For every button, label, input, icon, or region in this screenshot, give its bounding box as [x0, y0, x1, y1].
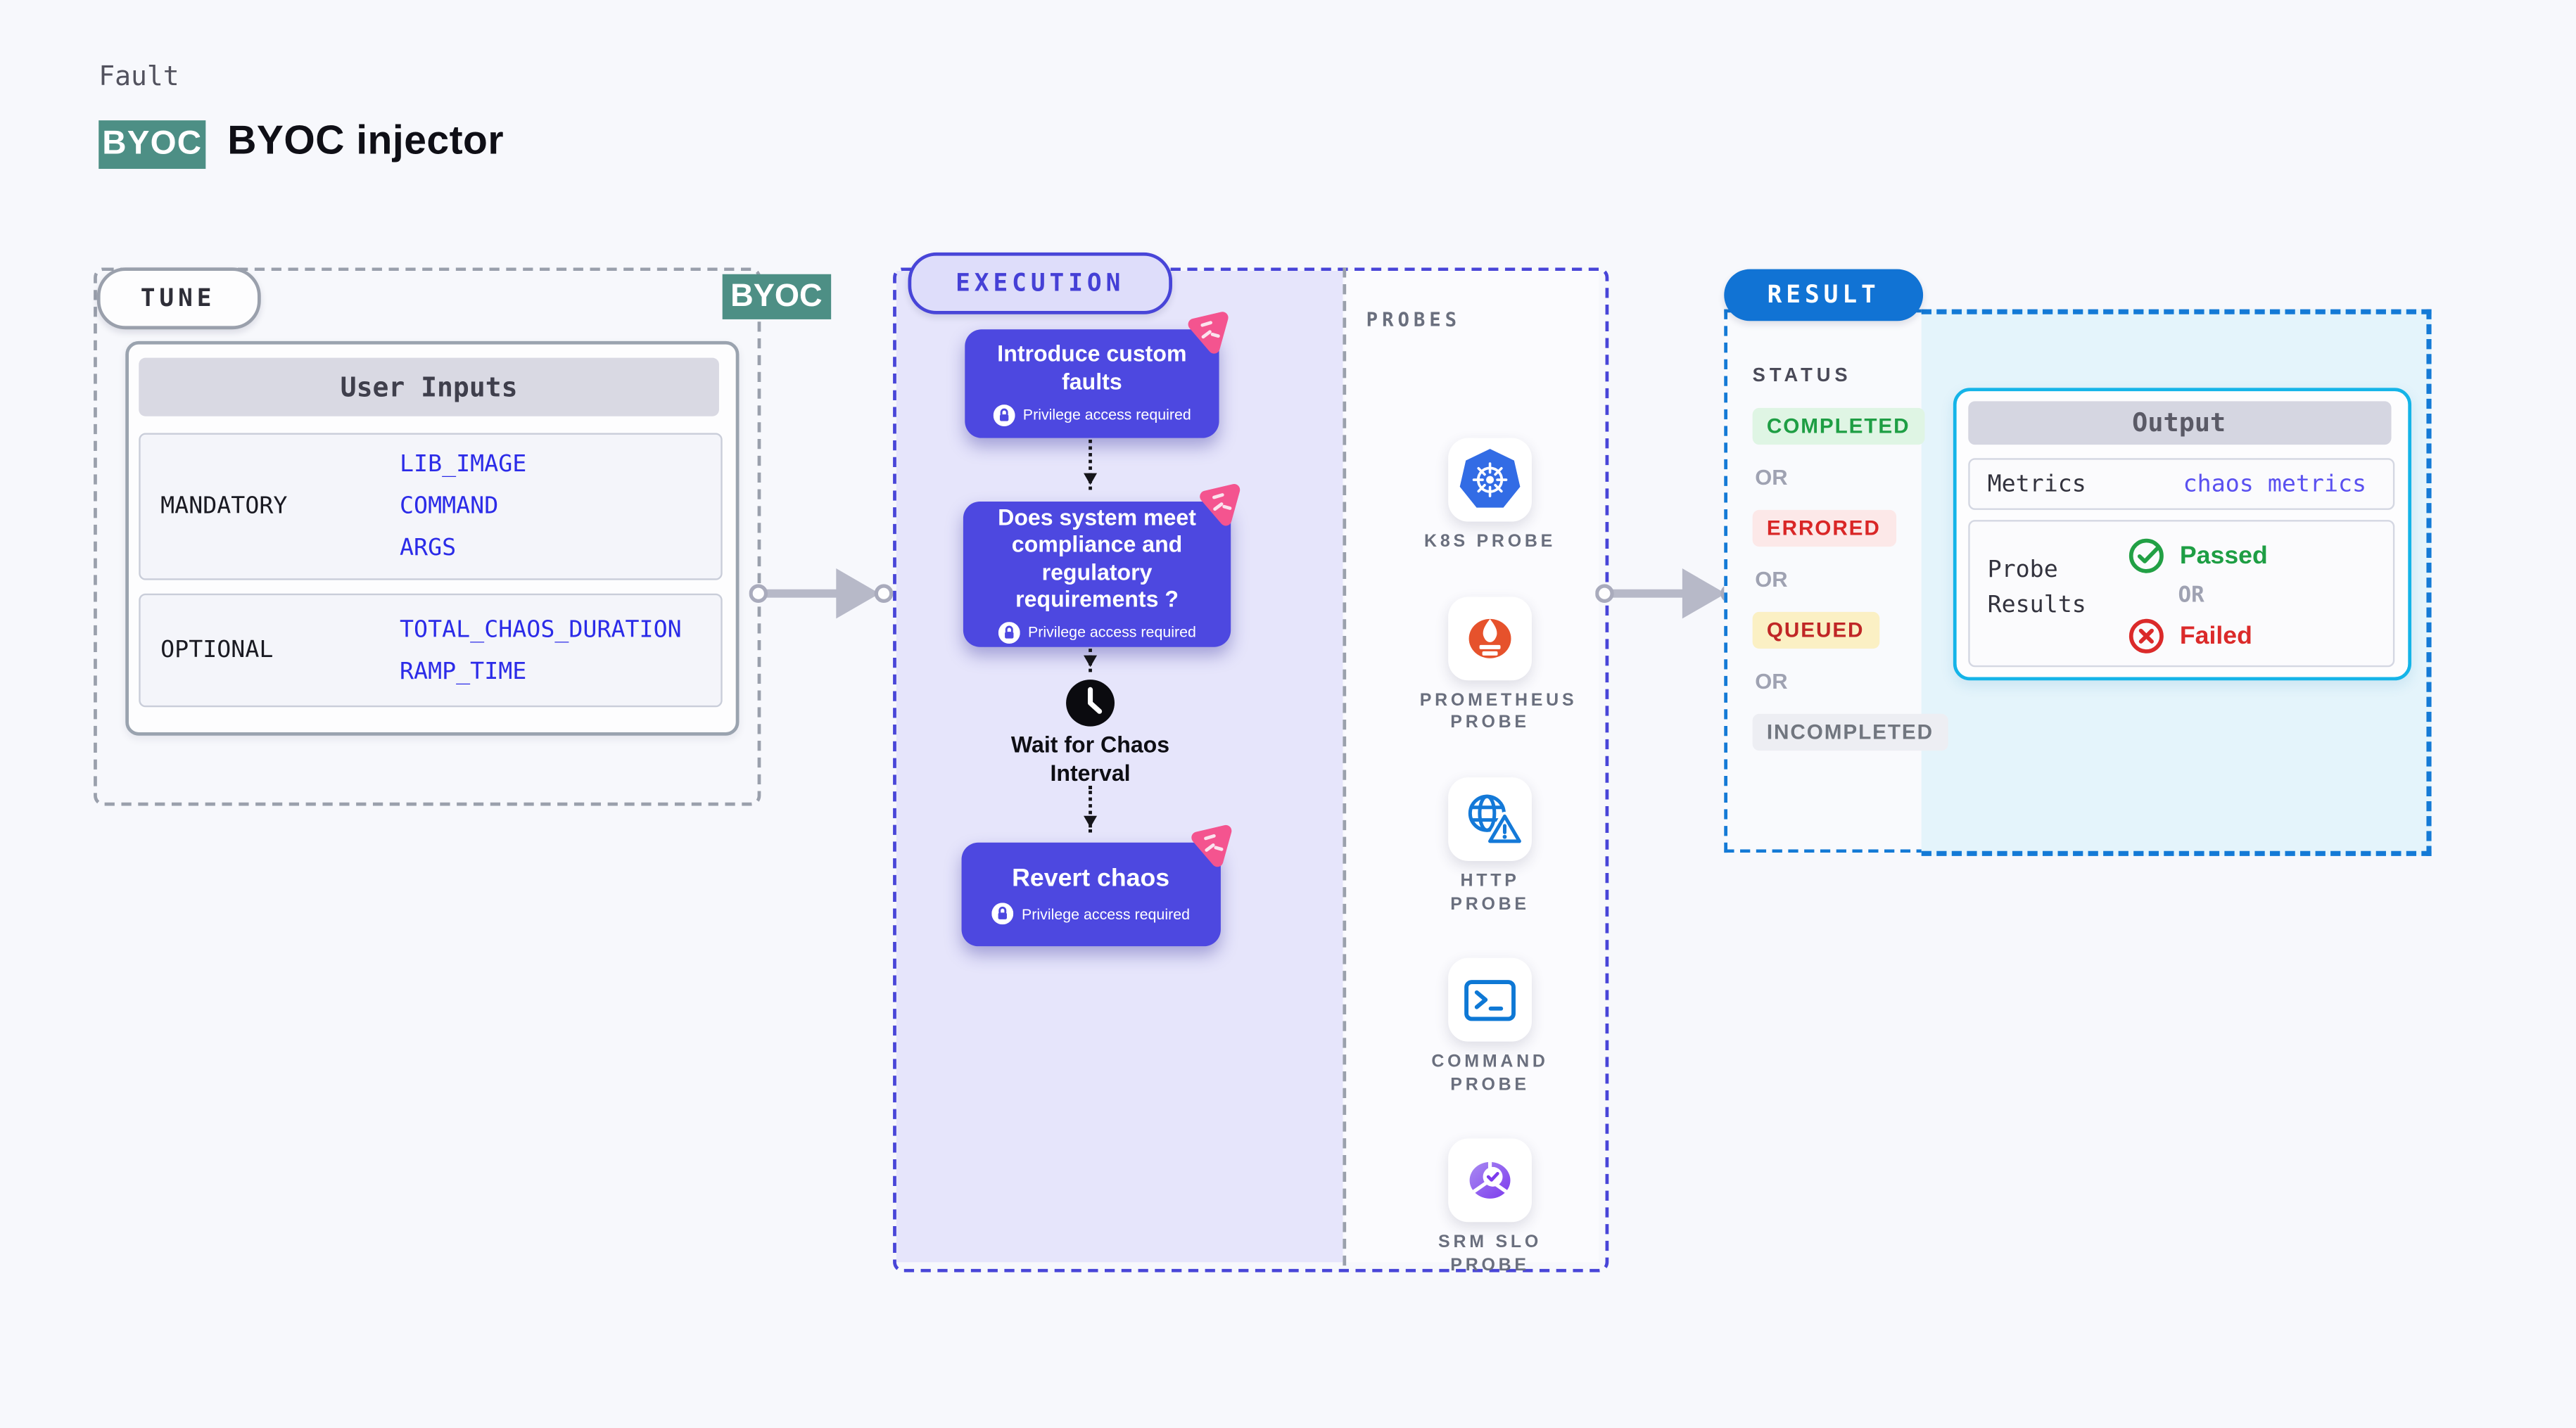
metrics-row: Metrics chaos metrics — [1967, 458, 2394, 510]
env-var: TOTAL_CHAOS_DURATION — [400, 616, 682, 643]
execution-section — [892, 267, 1609, 1273]
probe-name: HTTP PROBE — [1450, 871, 1530, 914]
step-title: Revert chaos — [1012, 864, 1170, 893]
globe-warning-icon — [1468, 794, 1524, 846]
probe-srm-slo: SRM SLO PROBE — [1420, 1139, 1561, 1279]
flow-connector — [1084, 440, 1098, 490]
probe-k8s: K8S PROBE — [1420, 438, 1561, 555]
step-introduce-faults: Introduce custom faults Privilege access… — [965, 329, 1219, 438]
clock-icon — [1066, 680, 1115, 727]
env-var: LIB_IMAGE — [400, 451, 527, 478]
or-label: OR — [2178, 583, 2204, 609]
x-circle-icon — [2128, 618, 2163, 654]
flow-connector — [1084, 649, 1098, 672]
result-status-panel — [1723, 309, 1926, 853]
mandatory-label: MANDATORY — [160, 493, 288, 521]
output-header: Output — [1967, 401, 2391, 445]
prometheus-icon — [1468, 618, 1511, 658]
probe-results-row: Probe Results Passed OR Failed — [1967, 520, 2394, 668]
probe-results-label: Probe Results — [1987, 556, 2086, 619]
probe-name: COMMAND PROBE — [1431, 1052, 1549, 1095]
status-badge-errored: ERRORED — [1751, 509, 1896, 547]
passed-label: Passed — [2179, 542, 2268, 570]
chaos-triangle-icon — [1191, 824, 1232, 867]
optional-label: OPTIONAL — [160, 637, 274, 664]
step-title: Does system meet compliance and regulato… — [998, 505, 1196, 612]
byoc-logo-badge: BYOC — [99, 120, 206, 170]
probes-heading: PROBES — [1366, 307, 1461, 331]
lock-icon — [998, 621, 1020, 644]
chaos-triangle-icon — [1200, 484, 1241, 526]
probe-name: PROMETHEUS PROBE — [1419, 689, 1578, 733]
or-label: OR — [1755, 566, 1788, 592]
privilege-note: Privilege access required — [1027, 624, 1196, 642]
status-badge-incompleted: INCOMPLETED — [1751, 713, 1949, 751]
tune-pill: TUNE — [96, 267, 260, 330]
optional-row: OPTIONAL TOTAL_CHAOS_DURATION RAMP_TIME — [139, 593, 723, 708]
flow-arrow-icon — [749, 568, 894, 619]
slo-gauge-icon — [1469, 1160, 1511, 1199]
terminal-icon — [1464, 980, 1516, 1021]
probe-http: HTTP PROBE — [1420, 777, 1561, 917]
kubernetes-icon — [1459, 449, 1521, 508]
status-badge-completed: COMPLETED — [1751, 407, 1925, 445]
probe-command: COMMAND PROBE — [1420, 958, 1561, 1097]
tune-section — [92, 267, 761, 806]
status-badge-queued: QUEUED — [1751, 611, 1879, 649]
check-circle-icon — [2128, 538, 2163, 573]
status-heading: STATUS — [1752, 366, 1852, 386]
step-revert-chaos: Revert chaos Privilege access required — [960, 842, 1221, 947]
probes-list: K8S PROBE PROMETHEUS PROBE — [1418, 438, 1578, 1279]
lock-icon — [991, 903, 1014, 925]
privilege-note: Privilege access required — [1022, 905, 1190, 922]
wait-interval-label: Wait for Chaos Interval — [1010, 732, 1170, 786]
probe-name: K8S PROBE — [1424, 531, 1556, 552]
user-inputs-header: User Inputs — [139, 357, 719, 416]
step-title: Introduce custom faults — [997, 341, 1187, 394]
env-var: RAMP_TIME — [400, 658, 527, 685]
env-var: ARGS — [400, 535, 457, 562]
page-title: BYOC injector — [227, 118, 505, 164]
metrics-label: Metrics — [1987, 471, 2086, 498]
probe-prometheus: PROMETHEUS PROBE — [1419, 596, 1578, 736]
status-list: COMPLETED OR ERRORED OR QUEUED OR INCOMP… — [1751, 407, 1949, 751]
env-var: COMMAND — [400, 493, 499, 521]
flow-arrow-icon — [1595, 568, 1739, 619]
probes-panel-background — [1344, 271, 1599, 1263]
lock-icon — [993, 404, 1015, 426]
execution-pill: EXECUTION — [908, 252, 1172, 314]
or-label: OR — [1755, 668, 1788, 694]
result-pill: RESULT — [1724, 269, 1924, 321]
step-compliance-check: Does system meet compliance and regulato… — [963, 501, 1231, 647]
chaos-triangle-icon — [1188, 312, 1229, 354]
mandatory-row: MANDATORY LIB_IMAGE COMMAND ARGS — [139, 433, 723, 580]
flow-connector — [1084, 786, 1098, 833]
metrics-value: chaos metrics — [2183, 471, 2367, 498]
or-label: OR — [1755, 464, 1788, 490]
probe-name: SRM SLO PROBE — [1438, 1232, 1542, 1276]
execution-probes-divider — [1343, 267, 1347, 1266]
tune-byoc-badge: BYOC — [721, 274, 832, 319]
privilege-note: Privilege access required — [1022, 406, 1191, 423]
failed-label: Failed — [2179, 622, 2252, 651]
fault-eyebrow: Fault — [99, 60, 179, 92]
